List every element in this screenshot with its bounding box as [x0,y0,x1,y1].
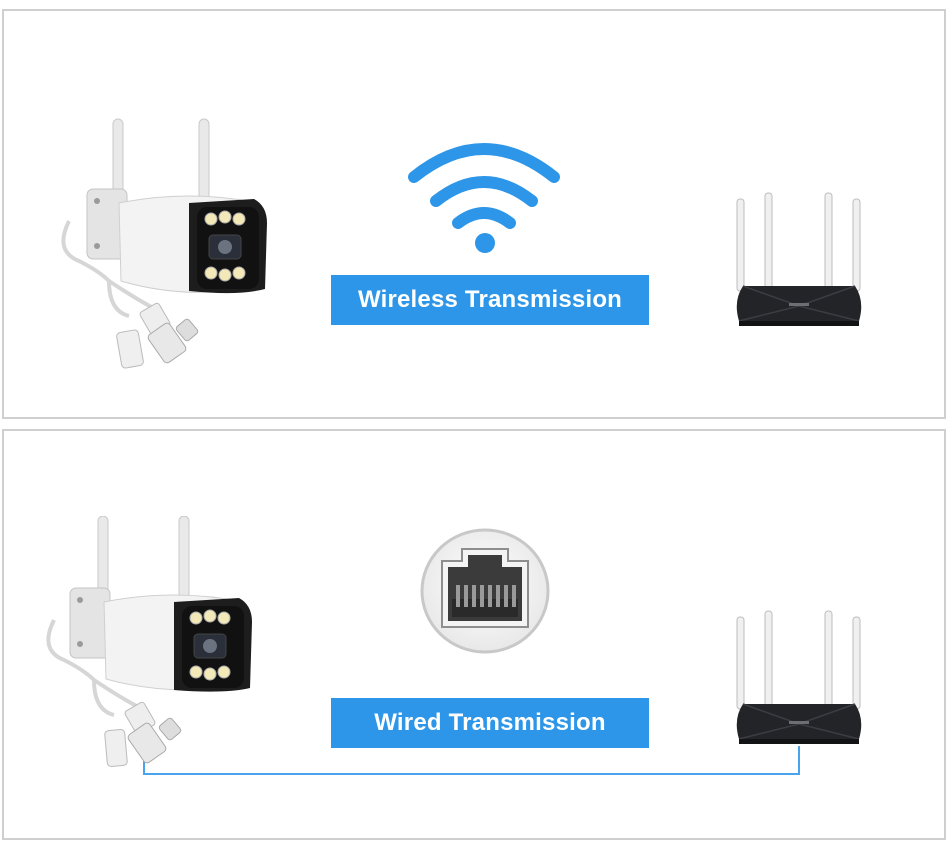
ethernet-port-icon [420,528,550,654]
wireless-transmission-label: Wireless Transmission [331,275,649,325]
wifi-icon [408,143,560,253]
wired-panel: Wired Transmission [2,429,946,840]
camera-icon [61,118,267,369]
camera-icon [46,516,252,767]
wireless-panel: Wireless Transmission [2,9,946,419]
router-icon [736,610,862,744]
router-icon [736,192,862,326]
wired-transmission-label: Wired Transmission [331,698,649,748]
